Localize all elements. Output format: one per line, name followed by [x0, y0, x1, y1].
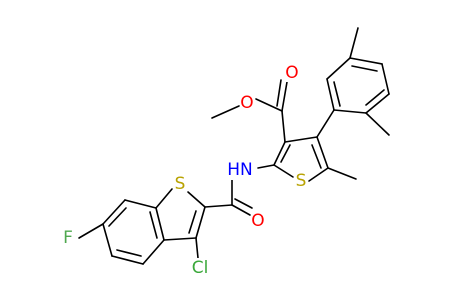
bond-carbonyl-double-b [276, 79, 282, 107]
bond-O-carbonyl [255, 98, 283, 112]
bond-C4-C5-inner [311, 144, 322, 169]
oxygen-label-amide: O [251, 211, 264, 231]
bond-C2-N [257, 164, 275, 169]
bond-ar-C4-C5 [349, 57, 383, 65]
bond-bz-C7-C6 [102, 199, 126, 225]
bond-layer [78, 27, 390, 265]
bond-bt-C3-C2-inner [188, 210, 197, 234]
bond-ar-C1-C2 [333, 109, 367, 114]
bond-bz-C7-C6-inner [108, 207, 127, 227]
bond-ar-C5-methyl [349, 27, 359, 59]
bond-C2-C3 [273, 141, 286, 166]
chlorine-label: Cl [192, 258, 209, 278]
bond-amide-double-b [234, 198, 253, 209]
atom-fluorine: F [61, 228, 75, 248]
bond-bz-C6-C5 [102, 223, 113, 257]
atom-thiophene-S: S [294, 171, 308, 191]
bond-ar-C5-C6 [326, 57, 351, 80]
fluorine-label: F [63, 228, 73, 248]
bond-methyl-O [211, 105, 240, 119]
bond-amide-double-a [231, 204, 251, 216]
bond-bt-C2-S [187, 191, 206, 208]
sulfur-label-thiophene: S [296, 171, 307, 191]
bond-bt-C7a-C3a [155, 207, 165, 241]
atom-label-layer: O O HN O S S F [61, 63, 308, 278]
atom-benzothiophene-S: S [173, 174, 187, 194]
bond-amideC-ringC2 [204, 204, 233, 208]
atom-chlorine: Cl [189, 258, 213, 278]
bond-C5-methyl [327, 167, 357, 180]
bond-ar-C6-C1 [326, 78, 335, 111]
bond-ar-C3-C4 [381, 63, 390, 95]
bond-ar-C2-C3-inner [365, 89, 385, 106]
bond-ar-C2-C3 [365, 93, 390, 114]
bond-bz-C4-C3a [142, 239, 165, 265]
bond-bz-C3a-C7a-inner [149, 211, 158, 239]
nitrogen-label-amide: HN [227, 160, 253, 180]
bond-S-C2 [273, 164, 294, 178]
sulfur-label-benzothiophene: S [175, 174, 186, 194]
bond-carbonyl-C3 [281, 110, 286, 143]
bond-bz-C6-F [78, 223, 104, 239]
bond-ar-C6-C1-inner [333, 81, 341, 107]
oxygen-label-carbonyl: O [285, 63, 298, 83]
bond-C2-C3-inner [280, 144, 291, 163]
bond-bz-C5-C4 [111, 255, 144, 265]
atom-amide-O: O [251, 211, 265, 231]
bond-bt-C3-Cl [195, 237, 199, 259]
bond-C4-C5 [316, 136, 329, 169]
atom-ester-O-single: O [240, 93, 254, 113]
bond-ar-C2-methyl [365, 112, 390, 136]
bond-bt-C3a-C3 [163, 237, 197, 241]
bond-ar-C4-C5-inner [351, 65, 378, 72]
bond-bz-C5-C4-inner [116, 249, 142, 257]
bond-C3-C4 [284, 136, 318, 143]
bond-bz-C7a-C7 [124, 199, 157, 209]
bond-C5-S [308, 167, 329, 182]
atom-amide-NH: HN [223, 160, 257, 180]
bond-C4-aryl [316, 109, 335, 138]
oxygen-label-ester: O [240, 93, 253, 113]
bond-bt-S-C7a [155, 188, 173, 209]
bond-carbonyl-double-a [281, 81, 288, 112]
atom-ester-O-double: O [285, 63, 299, 83]
bond-bt-C3-C2 [195, 206, 206, 239]
